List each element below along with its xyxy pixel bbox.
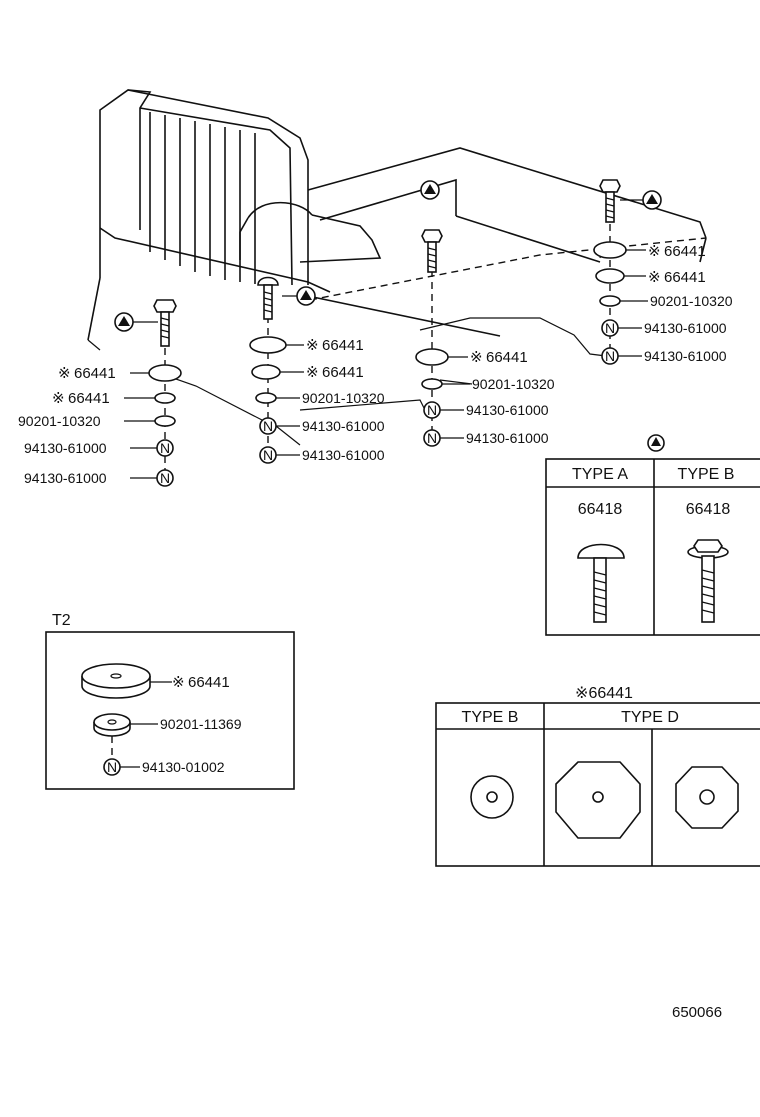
triangle-mark-icon: [642, 190, 662, 210]
octagon-washer-large: [555, 761, 641, 839]
label-66441: 66441: [188, 674, 230, 691]
label-94130-61000: 94130-61000: [644, 348, 727, 364]
washer-66441: [593, 241, 627, 259]
mount-group-1: [148, 299, 182, 487]
mark-asterisk: ※: [52, 390, 65, 407]
triangle-mark-icon: [296, 286, 316, 306]
washer-66441: [415, 348, 449, 366]
washer-66441: [249, 336, 287, 354]
label-94130-61000: 94130-61000: [302, 418, 385, 434]
washer-type-d-header: TYPE D: [621, 709, 679, 726]
round-washer: [470, 775, 514, 819]
label-66441: 66441: [322, 364, 364, 381]
label-94130-61000: 94130-61000: [24, 440, 107, 456]
t2-washer-90201-11369: [93, 713, 131, 737]
label-90201-11369: 90201-11369: [160, 716, 242, 732]
bolt-type-table: TYPE A TYPE B 66418 66418: [545, 458, 760, 636]
mark-asterisk: ※: [306, 337, 319, 354]
mark-asterisk: ※: [470, 349, 483, 366]
mark-asterisk: ※: [648, 269, 661, 286]
leader-lines: [124, 249, 648, 479]
mount-group-2: [249, 276, 287, 464]
nut-letter: N: [605, 320, 615, 336]
part-labels: ※ 66441 ※ 66441 90201-10320 94130-61000 …: [18, 243, 733, 486]
nut-letter: N: [160, 470, 170, 486]
triangle-marks: [114, 180, 665, 452]
nut-letter: N: [263, 447, 273, 463]
t2-box: T2 ※ 66441 90201-11369 N 94130-01002: [45, 612, 295, 790]
label-66441: 66441: [68, 390, 110, 407]
bolt-66418: [599, 179, 621, 223]
label-90201-10320: 90201-10320: [472, 376, 555, 392]
nut-letter: N: [427, 430, 437, 446]
washer-type-table: ※66441 TYPE B TYPE D: [435, 685, 760, 867]
triangle-mark-icon: [420, 180, 440, 200]
t2-title: T2: [52, 612, 71, 629]
label-90201-10320: 90201-10320: [302, 390, 385, 406]
label-66418: 66418: [578, 501, 623, 518]
nut-letter: N: [605, 348, 615, 364]
washer-66441: [595, 268, 625, 284]
washer-table-title: ※66441: [575, 685, 633, 702]
washer-90201-10320: [599, 295, 621, 307]
label-94130-61000: 94130-61000: [644, 320, 727, 336]
label-94130-61000: 94130-61000: [466, 402, 549, 418]
type-b-header: TYPE B: [678, 466, 735, 483]
nut-letter: N: [160, 440, 170, 456]
label-94130-01002: 94130-01002: [142, 759, 225, 775]
nut-letter: N: [263, 418, 273, 434]
label-94130-61000: 94130-61000: [466, 430, 549, 446]
truck-bed-outline: [87, 89, 707, 421]
nut-letter: N: [427, 402, 437, 418]
triangle-mark-icon: [114, 312, 134, 332]
washer-66441: [251, 364, 281, 380]
label-66441: 66441: [74, 365, 116, 382]
bolt-66418: [257, 276, 279, 320]
type-a-bolt: [577, 543, 625, 623]
type-b-bolt: [687, 539, 729, 623]
bolt-66418: [153, 299, 177, 347]
mark-asterisk: ※: [58, 365, 71, 382]
label-90201-10320: 90201-10320: [18, 413, 101, 429]
figure-number: 650066: [672, 1004, 722, 1021]
label-66441: 66441: [322, 337, 364, 354]
t2-washer-66441: [81, 663, 151, 699]
label-94130-61000: 94130-61000: [302, 447, 385, 463]
washer-type-b-header: TYPE B: [462, 709, 519, 726]
mark-asterisk: ※: [648, 243, 661, 260]
nut-letter: N: [107, 759, 117, 775]
bolt-66418: [421, 229, 443, 273]
mount-group-4: [593, 179, 627, 365]
washer-66441: [148, 364, 182, 382]
mount-group-3: [415, 229, 449, 447]
label-66441: 66441: [664, 269, 706, 286]
label-66441: 66441: [486, 349, 528, 366]
washer-90201-10320: [154, 415, 176, 427]
mark-asterisk: ※: [172, 674, 185, 691]
washer-90201-10320: [421, 378, 443, 390]
octagon-washer-small: [675, 766, 739, 829]
label-90201-10320: 90201-10320: [650, 293, 733, 309]
label-94130-61000: 94130-61000: [24, 470, 107, 486]
type-a-header: TYPE A: [572, 466, 628, 483]
mark-asterisk: ※: [306, 364, 319, 381]
label-66441: 66441: [664, 243, 706, 260]
triangle-mark-icon: [647, 434, 665, 452]
label-66418: 66418: [686, 501, 731, 518]
washer-66441: [154, 392, 176, 404]
washer-90201-10320: [255, 392, 277, 404]
